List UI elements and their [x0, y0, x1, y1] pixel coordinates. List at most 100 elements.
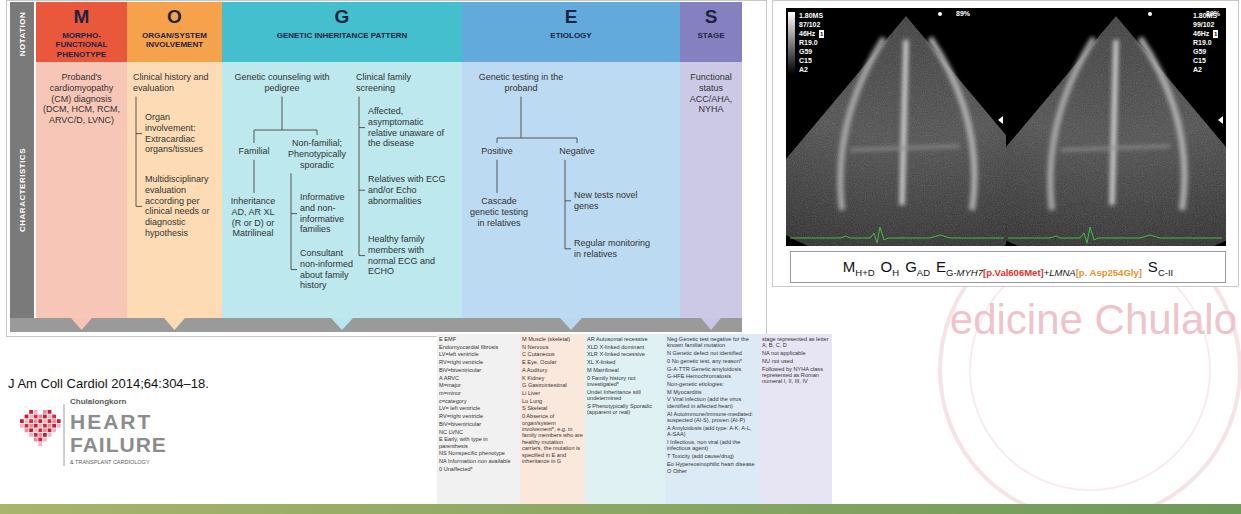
column-letter: S: [705, 7, 718, 28]
table-entry: C Cutaneous: [522, 351, 583, 357]
abbreviation-table: E EMFEndomyocardial fibrosisLV=left vent…: [437, 334, 832, 504]
column-letter: M: [74, 7, 90, 28]
column-header: M MORPHO-FUNCTIONAL PHENOTYPE: [36, 2, 127, 62]
table-entry: M Matrilineal: [587, 367, 663, 373]
logo-pixel: [52, 415, 56, 419]
logo-pixel: [25, 428, 29, 432]
column-title: MORPHO-FUNCTIONAL PHENOTYPE: [36, 31, 127, 60]
logo-pixel: [29, 415, 33, 419]
column-body: Functional status ACC/AHA, NYHA: [680, 62, 742, 318]
characteristic-text: Organ involvement: Extracardiac organs/t…: [145, 112, 219, 155]
table-entry: S Phenotypically Sporadic (apparent or r…: [587, 403, 663, 416]
echo-sector: [786, 16, 1006, 246]
heart-wall: [840, 38, 884, 210]
logo-pixel: [38, 424, 42, 428]
logo-pixel: [38, 415, 42, 419]
column-letter: E: [565, 7, 578, 28]
logo-word: HEART: [70, 410, 152, 434]
table-entry: E Eye, Ocular: [522, 359, 583, 365]
tree-line: [291, 173, 297, 269]
tree-line: [565, 160, 571, 249]
logo-pixel: [43, 419, 47, 423]
table-entry: Neg Genetic test negative for the known …: [667, 336, 758, 349]
logo-pixel: [29, 410, 33, 414]
table-entry: 0 Unaffected*: [439, 466, 518, 472]
characteristic-text: Relatives with ECG and/or Echo abnormali…: [368, 174, 452, 206]
logo-pixel: [48, 433, 52, 437]
echo-readout: 1: [1213, 30, 1218, 38]
table-entry: M Myocarditis: [667, 389, 758, 395]
logo-pixel: [38, 419, 42, 423]
table-entry: NU not used: [762, 358, 830, 364]
characteristic-text: Proband's cardiomyopathy (CM) diagnosis …: [40, 72, 123, 126]
echo-readout: A2: [1193, 66, 1202, 73]
table-entry: XLR X-linked recessive: [587, 351, 663, 357]
logo-pixel: [29, 424, 33, 428]
arrow-triangle: [71, 318, 92, 330]
valve-plane: [850, 146, 960, 150]
table-entry: Followed by NYHA class represented as Ro…: [762, 366, 830, 385]
table-entry: BiV=biventricular: [439, 421, 518, 427]
table-entry: Non-genetic etiologies:: [667, 381, 758, 387]
notation-part: [p.Val606Met]: [983, 267, 1044, 278]
table-entry: NC LVNC: [439, 429, 518, 435]
characteristic-text: Genetic testing in the proband: [476, 72, 566, 94]
heart-septum: [1112, 40, 1116, 205]
logo-pixel: [38, 433, 42, 437]
logo-divider: [64, 404, 65, 466]
echo-readout: 1.80MS: [1193, 12, 1217, 19]
table-entry: O Other: [667, 468, 758, 474]
grayscale-bar: [788, 12, 795, 74]
heart-logo: [20, 410, 61, 446]
table-entry: A ARVC: [439, 375, 518, 381]
tree-line: [254, 97, 317, 143]
characteristic-text: Genetic counseling with pedigree: [230, 72, 334, 94]
table-entry: XL X-linked: [587, 359, 663, 365]
notation-part: O: [881, 258, 893, 275]
logo-pixel: [34, 410, 38, 414]
column-header: E ETIOLOGY: [462, 2, 680, 62]
logo-pixel: [25, 419, 29, 423]
table-entry: stage represented as letter A, B, C, D: [762, 336, 830, 349]
table-entry: RV=right ventricle: [439, 359, 518, 365]
formula-frame: [791, 252, 1226, 283]
tree-line: [359, 97, 365, 256]
table-column: E EMFEndomyocardial fibrosisLV=left vent…: [437, 334, 520, 504]
heart-wall: [1050, 38, 1094, 210]
orientation-dot: [1148, 12, 1152, 16]
logo-pixel: [34, 415, 38, 419]
tree-line: [254, 160, 255, 193]
echo-readout: 46Hz: [1193, 30, 1209, 37]
characteristic-text: Informative and non-informative families: [300, 192, 356, 235]
watermark: edicine Chulalo: [950, 296, 1237, 344]
arrow-triangle: [701, 318, 721, 330]
echo-speckle: [786, 16, 1006, 246]
heart-walls: [1050, 38, 1184, 210]
characteristic-text: Functional status ACC/AHA, NYHA: [683, 72, 739, 115]
table-column: Neg Genetic test negative for the known …: [665, 334, 760, 504]
table-entry: Undet Inheritance still undetermined: [587, 389, 663, 402]
table-entry: LV= left ventricle: [439, 405, 518, 411]
figure-frame: [7, 1, 767, 337]
depth-marker: [998, 116, 1003, 124]
logo-pixel: [52, 424, 56, 428]
echo-readout: R19.0: [799, 39, 818, 46]
column-title: ETIOLOGY: [547, 31, 594, 41]
echo-readout: 1: [819, 30, 824, 38]
logo-pixel: [43, 428, 47, 432]
logo-pixel: [25, 415, 29, 419]
table-entry: A Amyloidosis (add type: A-K, A-L, A-SAA…: [667, 425, 758, 438]
logo-pixel: [48, 415, 52, 419]
tree-lines: [462, 62, 680, 318]
echo-sector: [1006, 16, 1226, 246]
notation-part: H+D: [855, 267, 874, 278]
column-body: Genetic testing in the probandPositiveNe…: [462, 62, 680, 318]
column-body: Proband's cardiomyopathy (CM) diagnosis …: [36, 62, 127, 318]
logo-pixel: [52, 419, 56, 423]
logo-pixel: [25, 424, 29, 428]
notation-part: G: [905, 258, 917, 275]
notation-formula: MH+DOHGADEG-MYH7[p.Val606Met]+LMNA[p. As…: [791, 252, 1225, 282]
characteristic-text: Healthy family members with normal ECG a…: [368, 234, 452, 277]
bottom-strip: [10, 318, 742, 332]
